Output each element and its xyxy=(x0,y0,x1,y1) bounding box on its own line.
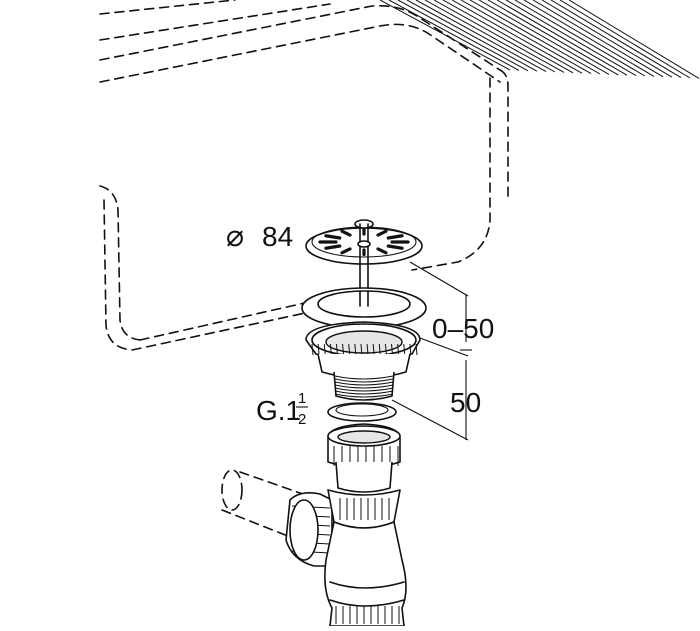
strainer-basket xyxy=(305,219,423,311)
drainboard-rib xyxy=(523,0,655,77)
body-rib xyxy=(378,343,381,356)
thread-line xyxy=(334,384,394,389)
drainboard-rib xyxy=(379,0,511,71)
drainboard-rib xyxy=(532,0,664,78)
flange-ring xyxy=(301,287,427,329)
body-rib xyxy=(372,343,375,356)
height-dimension-label: 50 xyxy=(450,387,481,418)
sink-outline xyxy=(99,0,509,351)
drainboard-rib xyxy=(388,0,520,71)
body-rib xyxy=(360,343,363,356)
drainboard-rib xyxy=(487,0,619,76)
strainer-slot xyxy=(386,234,404,240)
strainer-slot xyxy=(376,247,388,255)
drainboard-rib xyxy=(469,0,601,75)
drainboard-rib xyxy=(550,0,682,79)
drainboard-rib xyxy=(514,0,646,77)
thread-size-label: G.1 xyxy=(256,395,301,426)
drainboard-rib xyxy=(424,0,556,73)
diameter-value: 84 xyxy=(262,221,293,252)
drainboard-rib xyxy=(505,0,637,77)
drainboard-rib xyxy=(406,0,538,72)
body-rib xyxy=(342,343,345,356)
drainboard-rib xyxy=(568,0,700,79)
body-rib xyxy=(397,343,400,356)
thread-fraction-denominator: 2 xyxy=(298,411,306,428)
drainboard-rib xyxy=(460,0,592,75)
drainboard-rib xyxy=(415,0,547,73)
gasket xyxy=(327,402,397,422)
body-rib xyxy=(391,343,394,356)
thread-line xyxy=(334,375,394,380)
thread-line xyxy=(334,390,394,395)
drainboard-rib xyxy=(397,0,529,72)
drainboard-rib xyxy=(478,0,610,75)
body-rib xyxy=(384,343,387,356)
strainer-slot xyxy=(340,229,352,237)
labels: ⌀ 84 0–50 50 G.1 1 2 xyxy=(226,220,494,428)
body-rib xyxy=(317,343,320,356)
body-rib xyxy=(335,343,338,356)
drainboard-rib xyxy=(442,0,574,74)
drain-body xyxy=(305,321,421,401)
thread-line xyxy=(334,387,394,392)
thread-fraction-numerator: 1 xyxy=(298,390,306,407)
body-rib xyxy=(366,343,369,356)
body-rib xyxy=(323,343,326,356)
strainer-slot xyxy=(324,244,342,250)
drainboard-rib xyxy=(433,0,565,73)
thread-line xyxy=(334,381,394,386)
body-rib xyxy=(415,343,418,356)
body-rib xyxy=(311,343,314,356)
coupling-nut xyxy=(327,423,401,469)
drainboard-rib xyxy=(451,0,583,74)
strainer-slot xyxy=(386,244,404,250)
drainboard-rib xyxy=(559,0,691,79)
strainer-slot xyxy=(340,247,352,255)
body-rib xyxy=(354,343,357,356)
thread-line xyxy=(334,393,394,398)
trap-body xyxy=(324,461,407,627)
body-rib xyxy=(403,343,406,356)
range-dimension-label: 0–50 xyxy=(432,313,494,344)
drainboard-ribs xyxy=(379,0,700,79)
body-rib xyxy=(409,343,412,356)
side-outlet-pipe xyxy=(221,469,333,567)
body-rib xyxy=(329,343,332,356)
strainer-slot xyxy=(324,234,342,240)
drainboard-rib xyxy=(496,0,628,76)
drainboard-rib xyxy=(541,0,673,78)
thread-line xyxy=(334,378,394,383)
strainer-slot xyxy=(376,229,388,237)
diameter-symbol: ⌀ xyxy=(226,220,244,253)
body-rib xyxy=(348,343,351,356)
